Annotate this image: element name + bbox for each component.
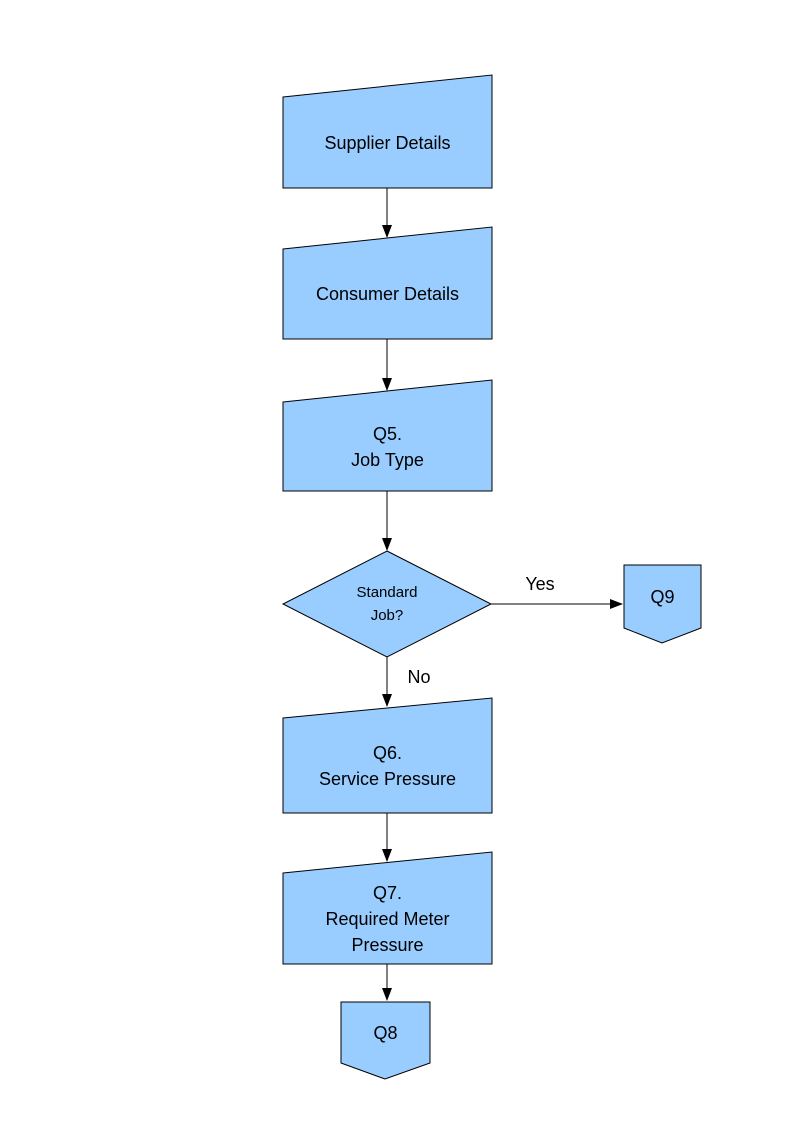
q9-offpage-connector-shape <box>623 564 702 644</box>
q8-offpage-connector-shape <box>340 1001 431 1080</box>
q6-service-pressure-shape <box>282 697 493 814</box>
supplier-details-shape <box>282 74 493 189</box>
q7-required-meter-pressure-shape <box>282 851 493 965</box>
q5-job-type-shape <box>282 379 493 492</box>
consumer-details-shape <box>282 226 493 340</box>
standard-job-decision-shape <box>281 550 493 658</box>
